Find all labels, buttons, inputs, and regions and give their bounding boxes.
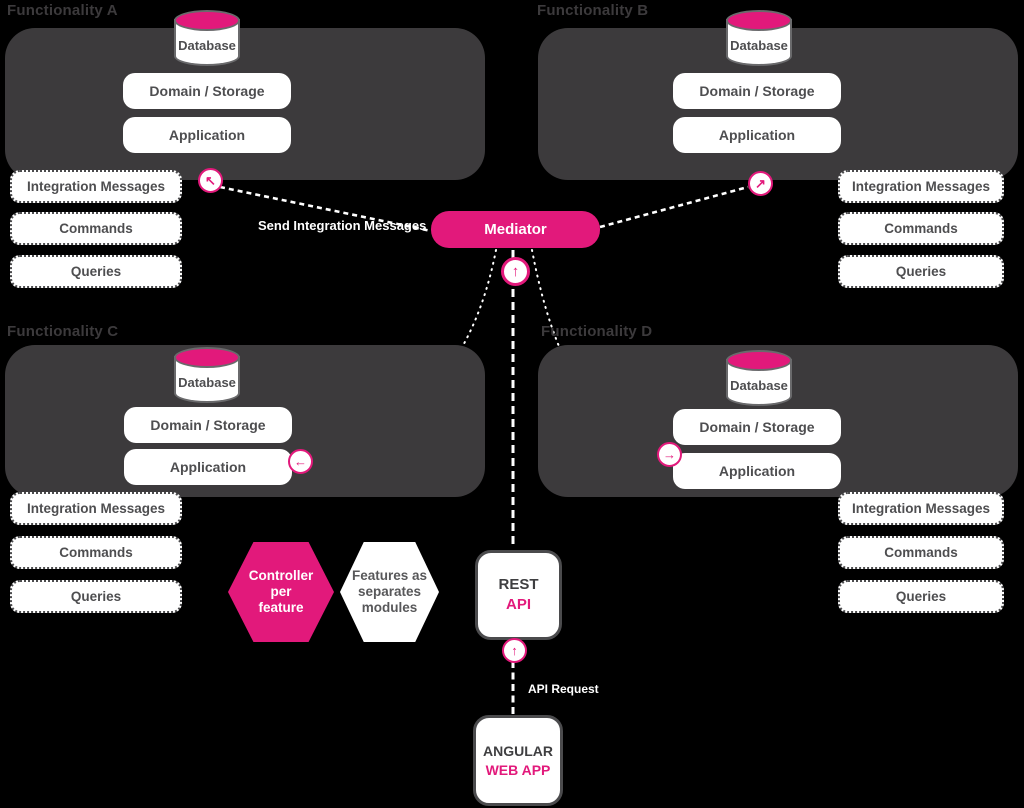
rest-api-box: REST API bbox=[475, 550, 562, 640]
functionality-a-label: Functionality A bbox=[7, 2, 118, 19]
arrow-up-left-icon: ↖ bbox=[205, 173, 216, 188]
arrow-circle-c: ← bbox=[288, 449, 313, 474]
domain-storage-d: Domain / Storage bbox=[673, 409, 841, 445]
database-b: Database bbox=[726, 10, 792, 68]
commands-d: Commands bbox=[838, 536, 1004, 569]
arrow-circle-rest-api: ↑ bbox=[502, 638, 527, 663]
database-cylinder-top-icon bbox=[726, 350, 792, 371]
arrow-up-right-icon: ↗ bbox=[755, 176, 766, 191]
integration-messages-b: Integration Messages bbox=[838, 170, 1004, 203]
domain-storage-c: Domain / Storage bbox=[124, 407, 292, 443]
arrow-up-icon: ↑ bbox=[511, 643, 518, 658]
arrow-right-icon: → bbox=[663, 447, 676, 462]
arrow-left-icon: ← bbox=[294, 454, 307, 469]
commands-c: Commands bbox=[10, 536, 182, 569]
database-d: Database bbox=[726, 350, 792, 408]
send-integration-messages-label: Send Integration Messages bbox=[258, 218, 427, 233]
hexagon-text-line: Features as bbox=[351, 567, 428, 583]
application-a: Application bbox=[123, 117, 291, 153]
database-cylinder-top-icon bbox=[174, 347, 240, 368]
commands-b: Commands bbox=[838, 212, 1004, 245]
commands-a: Commands bbox=[10, 212, 182, 245]
arrow-circle-mediator: ↑ bbox=[501, 257, 530, 286]
integration-messages-a: Integration Messages bbox=[10, 170, 182, 203]
database-d-label: Database bbox=[730, 378, 788, 393]
functionality-d-label: Functionality D bbox=[541, 323, 653, 340]
application-d: Application bbox=[673, 453, 841, 489]
arrow-circle-b: ↗ bbox=[748, 171, 773, 196]
queries-c: Queries bbox=[10, 580, 182, 613]
api-request-label: API Request bbox=[528, 682, 599, 696]
mediator-box: Mediator bbox=[431, 211, 600, 248]
database-a: Database bbox=[174, 10, 240, 68]
hexagon-text-line: feature bbox=[258, 600, 304, 616]
database-c: Database bbox=[174, 347, 240, 405]
hexagon-text-line: per bbox=[270, 583, 292, 599]
integration-messages-c: Integration Messages bbox=[10, 492, 182, 525]
domain-storage-b: Domain / Storage bbox=[673, 73, 841, 109]
arrow-up-icon: ↑ bbox=[511, 263, 520, 280]
controller-per-feature-hexagon: Controller per feature bbox=[228, 542, 334, 642]
queries-b: Queries bbox=[838, 255, 1004, 288]
queries-a: Queries bbox=[10, 255, 182, 288]
web-app-label-top: ANGULAR bbox=[483, 742, 553, 759]
web-app-label-bottom: WEB APP bbox=[485, 761, 551, 778]
queries-d: Queries bbox=[838, 580, 1004, 613]
rest-api-label-top: REST bbox=[498, 575, 539, 593]
database-b-label: Database bbox=[730, 38, 788, 53]
database-a-label: Database bbox=[178, 38, 236, 53]
database-cylinder-top-icon bbox=[726, 10, 792, 31]
arrow-circle-a: ↖ bbox=[198, 168, 223, 193]
domain-storage-a: Domain / Storage bbox=[123, 73, 291, 109]
database-c-label: Database bbox=[178, 375, 236, 390]
arrow-circle-d: → bbox=[657, 442, 682, 467]
rest-api-label-bottom: API bbox=[505, 596, 531, 613]
hexagon-text-line: modules bbox=[361, 600, 418, 616]
application-c: Application bbox=[124, 449, 292, 485]
database-cylinder-top-icon bbox=[174, 10, 240, 31]
application-b: Application bbox=[673, 117, 841, 153]
functionality-c-label: Functionality C bbox=[7, 323, 119, 340]
hexagon-text-line: separates bbox=[357, 583, 422, 599]
functionality-b-label: Functionality B bbox=[537, 2, 649, 19]
features-as-separates-modules-hexagon: Features as separates modules bbox=[340, 542, 439, 642]
integration-messages-d: Integration Messages bbox=[838, 492, 1004, 525]
hexagon-text-line: Controller bbox=[248, 567, 314, 583]
angular-web-app-box: ANGULAR WEB APP bbox=[473, 715, 563, 806]
edge-mediator-to-module-b bbox=[599, 185, 749, 229]
